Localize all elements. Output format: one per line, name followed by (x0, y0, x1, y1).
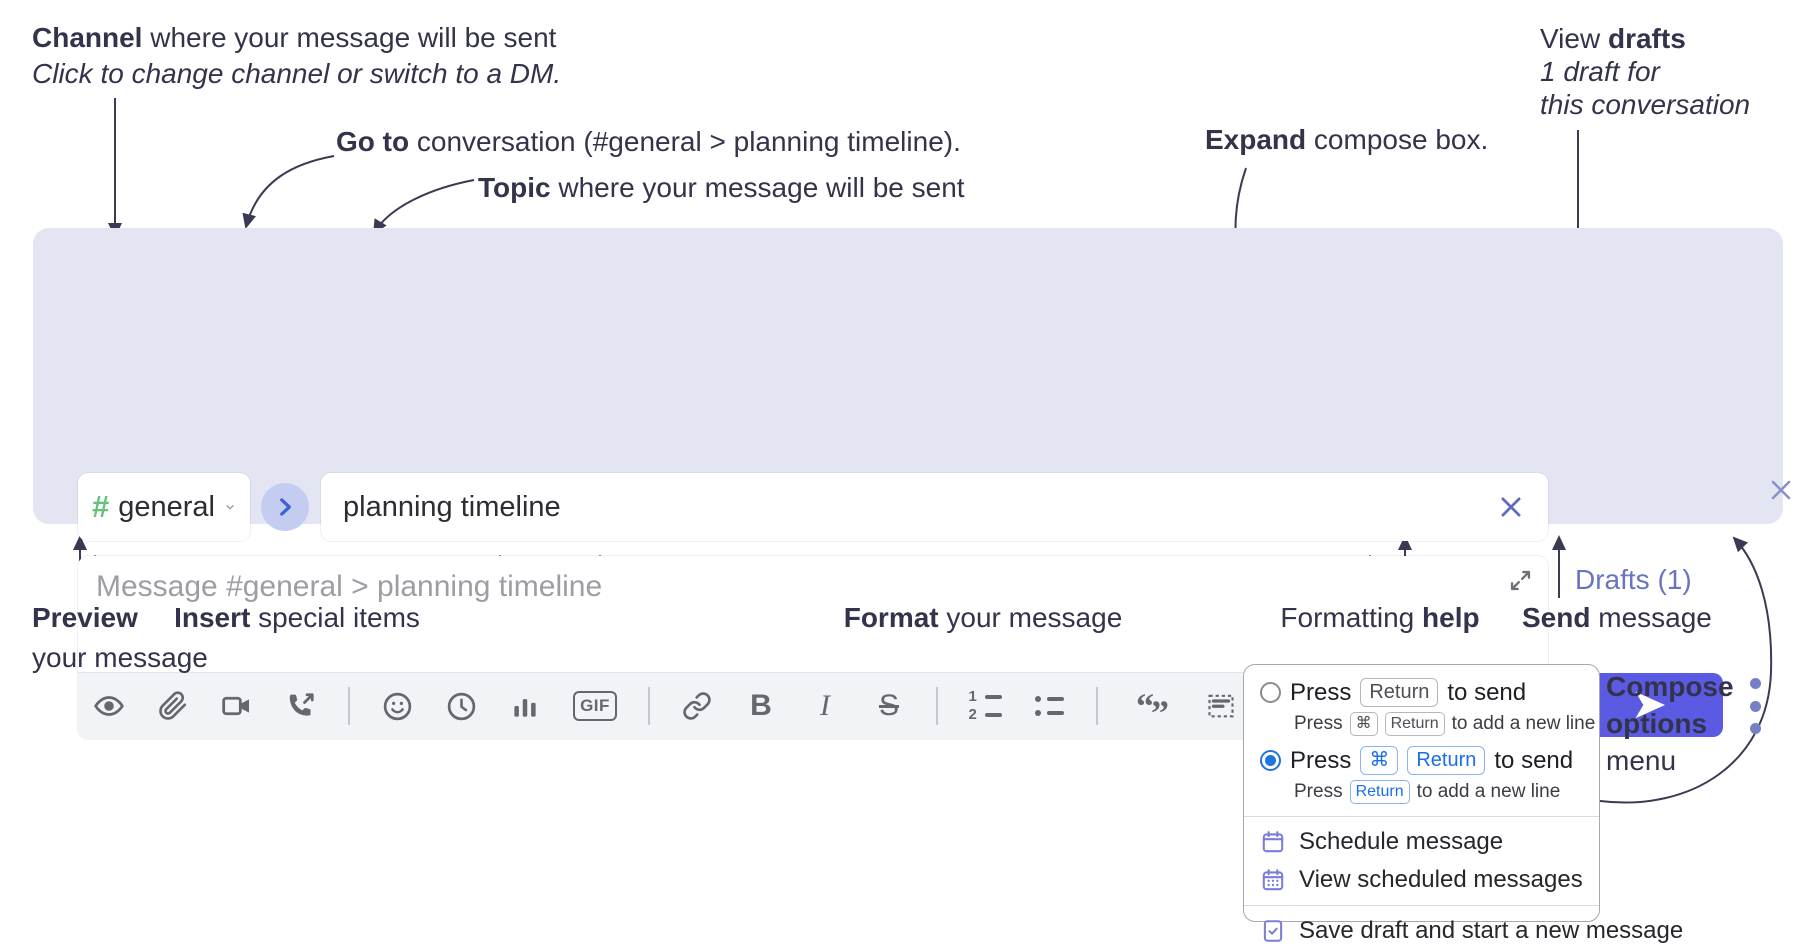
expand-compose-button[interactable] (1507, 567, 1534, 594)
bold-icon[interactable]: B (750, 689, 772, 722)
compose-options-menu-button[interactable] (1744, 678, 1766, 734)
annotation-topic: Topic where your message will be sent (478, 172, 965, 203)
annotation-expand: Expand compose box. (1205, 124, 1489, 155)
option-enter-to-send[interactable]: Press Return to send (1244, 674, 1599, 711)
kbd-return: Return (1360, 678, 1439, 707)
menu-item-schedule-message[interactable]: Schedule message (1244, 823, 1599, 861)
message-placeholder: Message #general > planning timeline (96, 570, 603, 603)
channel-name: general (118, 490, 215, 523)
preview-icon[interactable] (92, 684, 126, 728)
gif-icon[interactable]: GIF (572, 684, 618, 728)
poll-icon[interactable] (508, 684, 542, 728)
quote-icon[interactable]: “” (1136, 686, 1169, 733)
option-enter-to-send-subtext: Press ⌘ Return to add a new line (1294, 712, 1596, 736)
strikethrough-icon[interactable]: S (878, 689, 899, 722)
draft-check-icon (1260, 918, 1286, 944)
chevron-right-icon (280, 498, 291, 516)
annotation-preview: Preview your message (32, 602, 208, 673)
annotation-compose-options: Compose options menu (1606, 671, 1734, 776)
connector-goto (242, 155, 335, 229)
toolbar-divider (648, 687, 650, 725)
menu-item-view-scheduled[interactable]: View scheduled messages (1244, 861, 1599, 899)
annotation-channel: Channel where your message will be sent … (32, 22, 562, 89)
ellipsis-dot (1749, 723, 1761, 734)
close-icon (1771, 480, 1791, 500)
channel-hash-icon: # (92, 489, 110, 524)
video-call-icon[interactable] (220, 684, 254, 728)
popup-divider (1244, 816, 1599, 817)
emoji-icon[interactable] (380, 684, 414, 728)
close-compose-button[interactable] (1765, 474, 1797, 506)
spoiler-icon[interactable] (1204, 684, 1238, 728)
drafts-link[interactable]: Drafts (1) (1575, 564, 1692, 595)
connector-topic (372, 179, 475, 235)
clear-topic-button[interactable] (1496, 492, 1526, 522)
link-icon[interactable] (680, 684, 714, 728)
annotation-help: Formatting help (1280, 602, 1480, 633)
close-icon (1501, 497, 1521, 517)
calendar-grid-icon (1260, 867, 1286, 893)
audio-call-icon[interactable] (284, 684, 318, 728)
goto-conversation-button[interactable] (261, 483, 309, 531)
send-icon (1634, 691, 1665, 719)
option-cmd-enter-to-send-subtext: Press Return to add a new line (1294, 780, 1561, 804)
kbd-return: Return (1349, 780, 1410, 804)
annotation-format: Format your message (843, 602, 1123, 633)
chevron-down-icon (226, 505, 234, 510)
kbd-cmd: ⌘ (1349, 712, 1378, 736)
annotation-send: Send message (1522, 602, 1712, 633)
compose-options-popup: Press Return to send Press ⌘ Return to a… (1243, 664, 1683, 944)
calendar-icon (1260, 829, 1286, 855)
kbd-return: Return (1407, 746, 1486, 775)
annotation-goto: Go to conversation (#general > planning … (336, 126, 961, 157)
italic-icon[interactable]: I (820, 689, 830, 722)
send-button[interactable] (1576, 673, 1723, 737)
topic-value: planning timeline (343, 490, 561, 523)
ellipsis-dot (1749, 678, 1761, 689)
expand-icon (1510, 570, 1531, 591)
annotation-insert: Insert special items (174, 602, 420, 633)
kbd-return: Return (1384, 712, 1445, 736)
popup-divider (1244, 905, 1599, 906)
toolbar-divider (348, 687, 350, 725)
menu-item-save-draft[interactable]: Save draft and start a new message (1244, 912, 1683, 950)
toolbar-divider (936, 687, 938, 725)
numbered-list-icon[interactable]: 1 2 (968, 684, 1002, 728)
channel-selector[interactable]: # general (78, 473, 250, 541)
radio-unselected-icon[interactable] (1260, 682, 1281, 703)
compose-box: # general planning timeline Drafts (1) M… (33, 228, 1791, 739)
ellipsis-dot (1749, 700, 1761, 712)
bulleted-list-icon[interactable] (1032, 684, 1066, 728)
toolbar-divider (1096, 687, 1098, 725)
annotation-view-drafts: View drafts 1 draft for this conversatio… (1540, 23, 1751, 120)
attach-file-icon[interactable] (156, 684, 190, 728)
option-cmd-enter-to-send[interactable]: Press ⌘ Return to send (1244, 742, 1599, 779)
topic-input[interactable]: planning timeline (321, 473, 1548, 541)
radio-selected-icon[interactable] (1260, 750, 1281, 771)
kbd-cmd: ⌘ (1360, 746, 1399, 775)
schedule-icon[interactable] (444, 684, 478, 728)
